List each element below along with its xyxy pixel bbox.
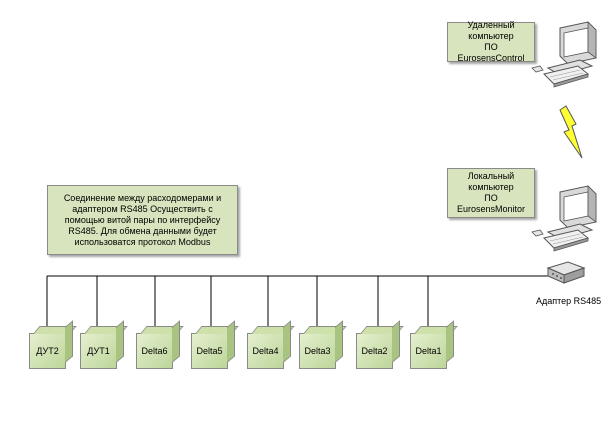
sensor-label: ДУТ2 <box>36 346 59 356</box>
sensor-label: Delta2 <box>361 346 388 356</box>
sensor-delta5: Delta5 <box>191 333 228 369</box>
sensor-label: Delta4 <box>252 346 279 356</box>
local-computer-label: Локальный компьютер ПО EurosensMonitor <box>447 168 535 218</box>
remote-computer-icon <box>531 21 597 88</box>
sensor-label: Delta6 <box>141 346 168 356</box>
sensor-delta2: Delta2 <box>356 333 393 369</box>
adapter-rs485-icon <box>546 261 586 284</box>
remote-computer-label: Удаленный компьютер ПО EurosensControl <box>447 20 535 63</box>
local-computer-icon <box>531 185 597 252</box>
sensor-delta6: Delta6 <box>136 333 173 369</box>
sensor-dut1: ДУТ1 <box>80 333 117 369</box>
adapter-label: Адаптер RS485 <box>536 296 602 306</box>
wireless-link-icon <box>559 105 583 159</box>
sensor-label: ДУТ1 <box>87 346 110 356</box>
bus-drops <box>46 276 429 327</box>
sensor-label: Delta3 <box>304 346 331 356</box>
sensor-delta1: Delta1 <box>410 333 447 369</box>
sensor-delta4: Delta4 <box>247 333 284 369</box>
sensor-label: Delta1 <box>415 346 442 356</box>
sensor-label: Delta5 <box>196 346 223 356</box>
sensor-dut2: ДУТ2 <box>29 333 66 369</box>
connection-note: Соединение между расходомерами и адаптер… <box>47 185 238 255</box>
sensor-delta3: Delta3 <box>299 333 336 369</box>
